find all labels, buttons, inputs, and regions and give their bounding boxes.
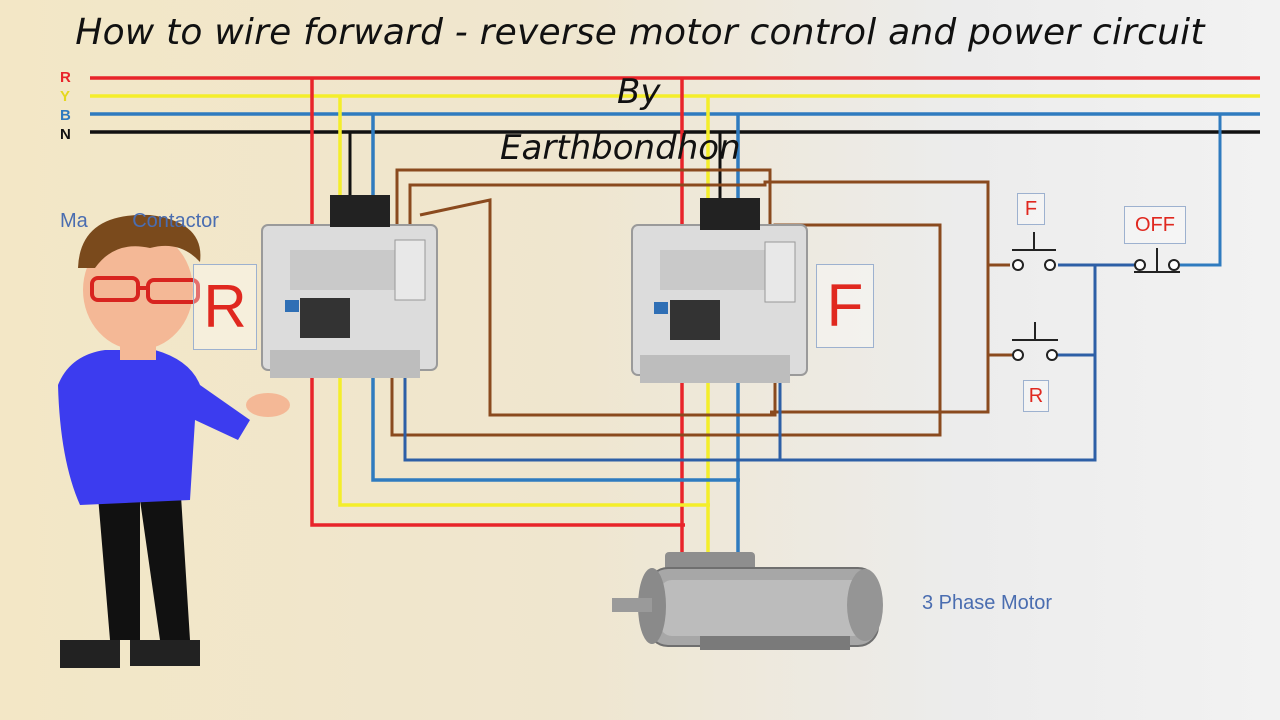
off-to-b-wire [1180,114,1222,267]
contactor-f [631,198,808,383]
control-wire-1 [395,168,772,265]
forward-button-label: F [1017,193,1045,225]
reverse-push-button-symbol [1012,322,1058,361]
motor-label: 3 Phase Motor [922,592,1053,614]
off-button-label: OFF [1124,206,1186,244]
control-return-left [403,300,1097,462]
control-wire-4 [770,265,990,414]
contactor-label: Ma Contactor [60,210,219,232]
phase-y-label: Y [60,88,71,105]
phase-r-label: R [60,69,71,86]
reverse-button-label: R [1023,380,1049,412]
author-name: Earthbondhon [500,128,741,168]
phase-n-label: N [60,126,71,143]
off-push-button-symbol [1134,248,1180,273]
contactor-r [261,195,438,378]
forward-push-button-symbol [1012,232,1056,271]
forward-contactor-label: F [816,264,874,348]
byline-by: By [617,72,661,112]
page-title: How to wire forward - reverse motor cont… [75,12,1205,53]
reverse-contactor-label: R [193,264,257,350]
phase-b-label: B [60,107,71,124]
presenter-character [58,214,290,668]
three-phase-motor [612,552,883,650]
